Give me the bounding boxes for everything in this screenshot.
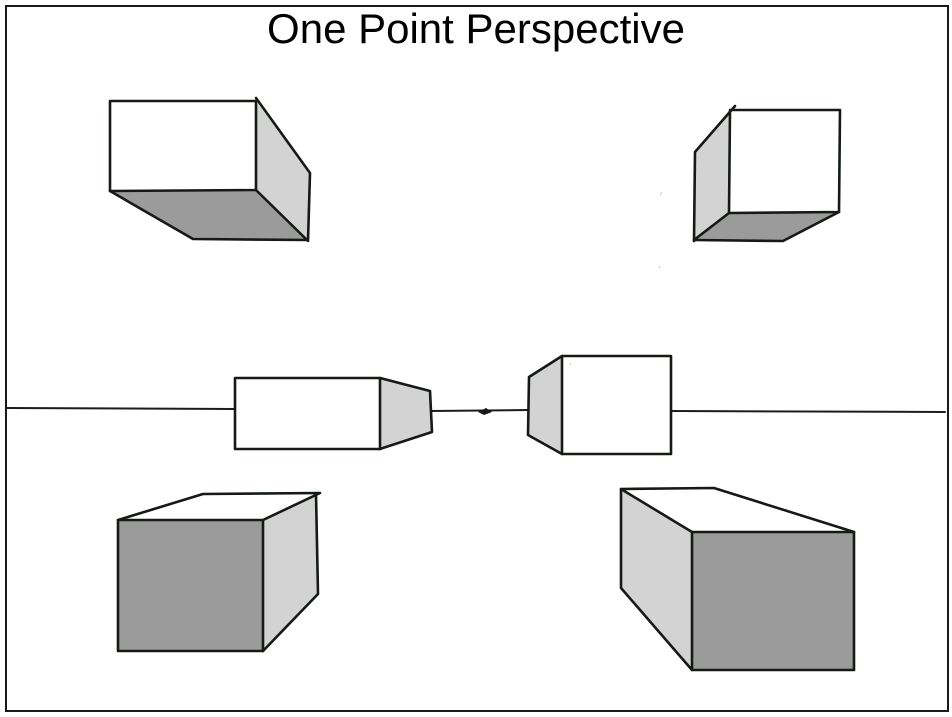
box-top-right [692, 104, 842, 243]
right-side-face [256, 101, 310, 240]
left-side-face [621, 489, 692, 670]
top-face [621, 489, 853, 532]
front-face [692, 532, 854, 670]
diagram-title: One Point Perspective [267, 5, 685, 52]
front-face [235, 378, 380, 449]
vanishing-point [478, 408, 492, 415]
left-side-face [528, 356, 562, 454]
box-top-left [108, 96, 312, 243]
front-face [110, 101, 256, 190]
front-face [730, 110, 840, 213]
scan-specks [569, 191, 663, 366]
front-face [118, 520, 263, 651]
bottom-face [110, 190, 307, 240]
top-face [118, 494, 316, 520]
box-bottom-left [116, 491, 322, 653]
front-face [562, 356, 671, 454]
bottom-face [694, 212, 839, 241]
horizon-line [6, 407, 946, 413]
box-bottom-right [619, 486, 856, 672]
right-side-face [263, 494, 318, 651]
box-horizon-left [233, 376, 434, 451]
box-horizon-right [526, 354, 673, 456]
right-side-face [380, 378, 432, 449]
